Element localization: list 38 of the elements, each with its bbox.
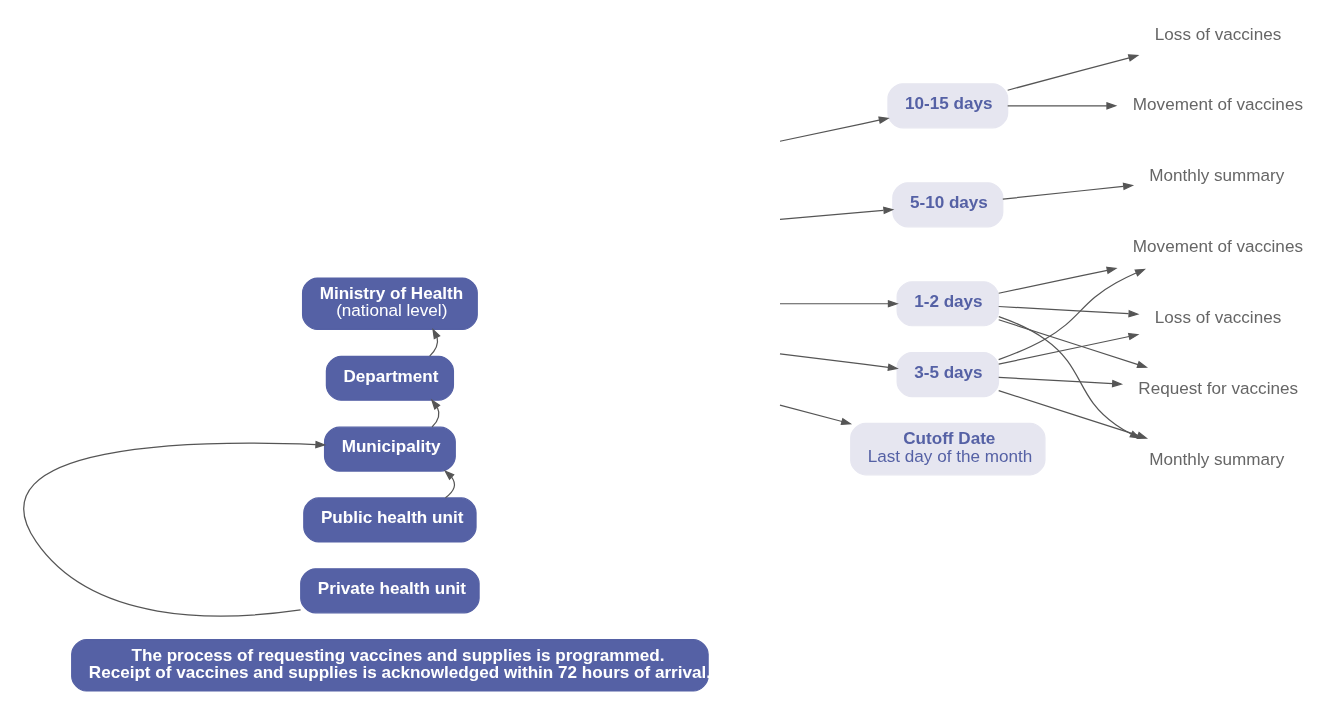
node-box: The process of requesting vaccines and supplies is programmed. Receipt of vaccines and supplies is acknowledged within 72 hours of arrival. <box>70 639 709 692</box>
arrow <box>778 404 852 426</box>
arrow <box>1006 54 1139 91</box>
node-text: Loss of vaccines <box>1154 24 1281 44</box>
node-box: Cutoff Date Last day of the month <box>849 422 1046 476</box>
arrow <box>997 268 1146 361</box>
arrow <box>778 353 899 372</box>
node-box: Private health unit <box>299 568 480 614</box>
node-box: 10-15 days <box>886 83 1008 129</box>
arrow <box>1006 102 1117 110</box>
arrow <box>778 206 894 221</box>
arrow <box>997 316 1141 439</box>
node-text: Loss of vaccines <box>1154 307 1281 327</box>
arrow <box>23 440 326 617</box>
node-text: Movement of vaccines <box>1132 237 1303 257</box>
node-text: Monthly summary <box>1148 166 1284 186</box>
arrow <box>997 319 1148 369</box>
node-box: Ministry of Health (national level) <box>301 277 478 330</box>
node-box: Municipality <box>323 426 456 472</box>
arrow <box>997 376 1123 388</box>
node-box: 5-10 days <box>891 182 1003 228</box>
arrow <box>778 299 899 308</box>
node-box: Department <box>325 355 454 401</box>
node-text: Movement of vaccines <box>1132 95 1303 115</box>
node-box: Public health unit <box>302 497 477 543</box>
arrow <box>997 305 1139 318</box>
arrow <box>997 389 1148 439</box>
node-box: 3-5 days <box>896 352 999 398</box>
arrow <box>430 398 441 428</box>
node-text: Request for vaccines <box>1137 378 1298 398</box>
arrow <box>1001 182 1134 200</box>
arrow <box>778 116 890 142</box>
arrow <box>997 266 1118 294</box>
node-box: 1-2 days <box>896 281 999 327</box>
arrow <box>428 327 441 357</box>
arrow <box>443 469 455 499</box>
node-text: Monthly summary <box>1148 449 1284 469</box>
arrow <box>997 332 1139 365</box>
